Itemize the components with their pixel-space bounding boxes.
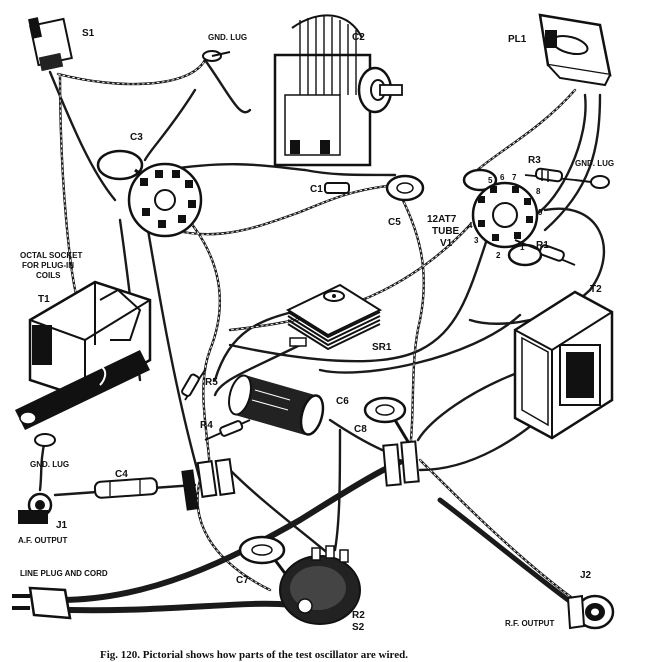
pin-label-4: 4 xyxy=(468,221,473,230)
label-octal-line2: FOR PLUG-IN xyxy=(22,261,74,270)
socket-c3: C3 xyxy=(96,132,203,238)
wire xyxy=(468,207,606,325)
label-gnd-lug-right: GND. LUG xyxy=(575,159,614,168)
wire xyxy=(533,93,587,217)
label-r1: R1 xyxy=(536,240,549,251)
octal-socket-note: OCTAL SOCKET FOR PLUG-IN COILS xyxy=(20,251,82,280)
wire xyxy=(56,58,207,86)
rectifier-sr1: SR1 xyxy=(285,283,392,353)
capacitor-c4: C4 xyxy=(93,469,159,499)
label-c1: C1 xyxy=(310,184,323,195)
ground-lug-right: GND. LUG xyxy=(574,159,614,189)
label-octal-line3: COILS xyxy=(36,271,61,280)
label-af-output: A.F. OUTPUT xyxy=(18,536,67,545)
transformer-t1: T1 xyxy=(15,280,152,430)
wire xyxy=(228,228,492,363)
label-gnd-lug-top: GND. LUG xyxy=(208,33,247,42)
label-s2: S2 xyxy=(352,622,365,633)
wire xyxy=(146,228,202,482)
capacitor-c6: C6 xyxy=(228,374,349,436)
resistor-r3: R3 xyxy=(524,155,576,183)
capacitor-c8: C8 xyxy=(354,396,412,446)
line-cord xyxy=(57,459,403,603)
label-gnd-lug-left: GND. LUG xyxy=(30,460,69,469)
tube-socket-v1: 5 6 7 8 9 1 2 3 4 12AT7 TUBE V1 xyxy=(427,168,543,267)
jack-j1: J1 A.F. OUTPUT xyxy=(18,492,68,545)
label-r2: R2 xyxy=(352,610,365,621)
pin-label-6: 6 xyxy=(500,173,505,182)
line-cord xyxy=(67,600,293,614)
capacitor-c5: C5 xyxy=(385,174,425,228)
pin-label-2: 2 xyxy=(496,251,501,260)
label-pl1: PL1 xyxy=(508,34,527,45)
pin-label-8: 8 xyxy=(536,187,541,196)
wire xyxy=(418,458,577,602)
jack-j2: J2 R.F. OUTPUT xyxy=(505,570,615,630)
pin-label-5: 5 xyxy=(488,176,493,185)
label-c8: C8 xyxy=(354,424,367,435)
figure-caption: Fig. 120. Pictorial shows how parts of t… xyxy=(100,649,408,661)
wire xyxy=(58,73,82,312)
label-t2: T2 xyxy=(590,284,602,295)
label-rf-output: R.F. OUTPUT xyxy=(505,619,554,628)
wire xyxy=(228,468,332,557)
wire xyxy=(213,308,302,382)
wire xyxy=(173,203,221,477)
label-c4: C4 xyxy=(115,469,128,480)
label-j2: J2 xyxy=(580,570,592,581)
label-c3: C3 xyxy=(130,132,143,143)
label-sr1: SR1 xyxy=(372,342,392,353)
label-r4: R4 xyxy=(200,420,213,431)
resistor-r1: R1 xyxy=(514,239,576,266)
label-line-plug: LINE PLUG AND CORD xyxy=(20,569,108,578)
label-s1: S1 xyxy=(82,28,95,39)
pin-label-1: 1 xyxy=(520,243,525,252)
wire xyxy=(48,70,117,202)
label-t1: T1 xyxy=(38,294,50,305)
pin-label-7: 7 xyxy=(512,173,517,182)
label-tube-line3: V1 xyxy=(440,238,453,249)
line-cord xyxy=(437,497,578,608)
label-tube-line1: 12AT7 xyxy=(427,214,457,225)
plug-pl1: PL1 xyxy=(508,13,612,87)
capacitor-c7: C7 xyxy=(236,535,292,586)
capacitor-c1: C1 xyxy=(310,182,350,195)
label-j1: J1 xyxy=(56,520,68,531)
label-c7: C7 xyxy=(236,575,249,586)
label-tube-line2: TUBE xyxy=(432,226,460,237)
ground-lug-top: GND. LUG xyxy=(202,33,247,62)
ground-lug-left: GND. LUG xyxy=(30,433,69,469)
wire xyxy=(203,58,252,114)
pin-label-9: 9 xyxy=(538,208,543,217)
label-octal-line1: OCTAL SOCKET xyxy=(20,251,82,260)
wire xyxy=(333,428,342,552)
wire xyxy=(163,163,397,177)
transformer-t2: T2 xyxy=(513,284,614,440)
resistor-r4: R4 xyxy=(200,419,251,441)
pin-label-3: 3 xyxy=(474,236,479,245)
label-r5: R5 xyxy=(205,377,218,388)
wire xyxy=(213,343,302,397)
wire xyxy=(416,368,527,442)
label-r3: R3 xyxy=(528,155,541,166)
label-c6: C6 xyxy=(336,396,349,407)
wire xyxy=(318,313,522,374)
label-c2: C2 xyxy=(352,32,365,43)
wire xyxy=(543,93,602,232)
resistor-r5: R5 xyxy=(181,369,218,401)
label-c5: C5 xyxy=(388,217,401,228)
potentiometer-r2-s2: R2 S2 xyxy=(279,545,365,633)
capacitor-c2: C2 xyxy=(273,14,403,167)
switch-s1: S1 xyxy=(28,17,95,72)
terminal-strip-right xyxy=(382,440,420,487)
terminal-strip-left xyxy=(181,458,236,511)
line-plug: LINE PLUG AND CORD xyxy=(12,569,108,620)
wire xyxy=(143,88,197,162)
